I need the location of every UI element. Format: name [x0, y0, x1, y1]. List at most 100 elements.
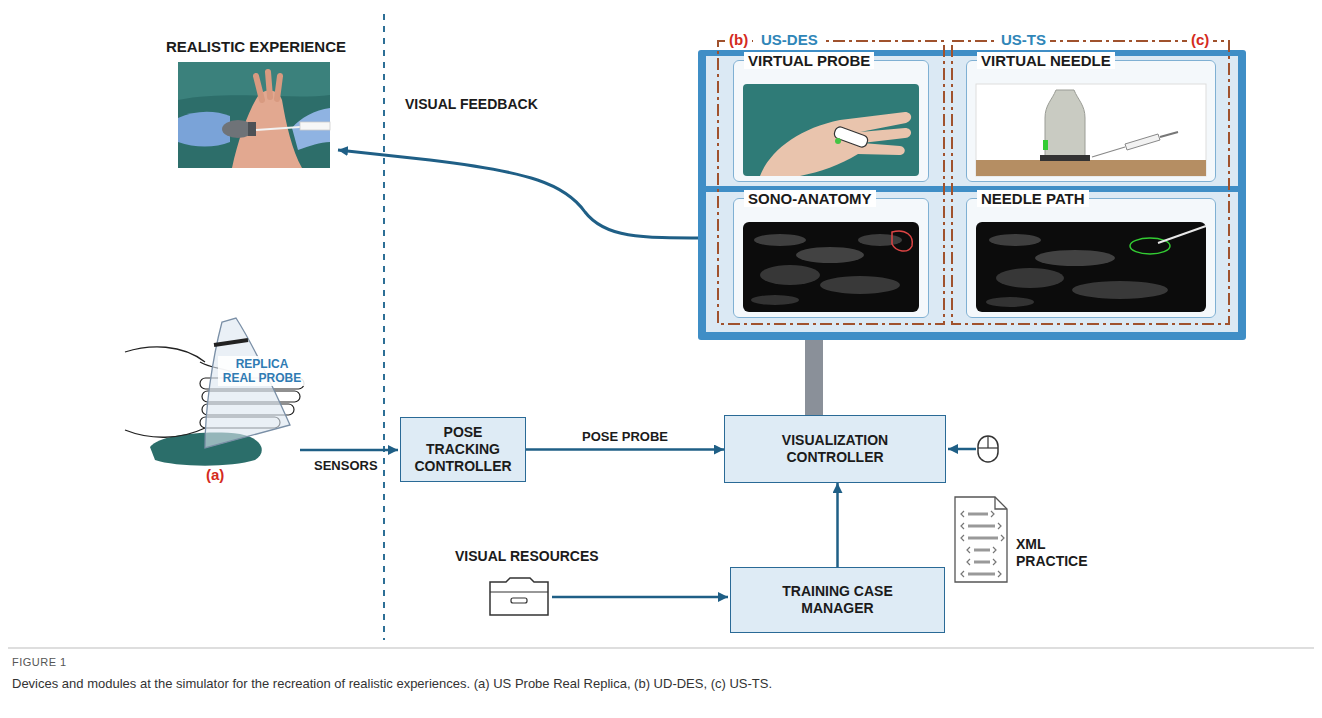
panel-ground: [966, 198, 1216, 318]
image-ground: [976, 84, 1206, 176]
panel-ground: [733, 198, 929, 318]
xml-lines: [961, 511, 1004, 577]
hand-outline: [125, 347, 205, 362]
process-box: VISUALIZATION CONTROLLER: [724, 415, 946, 483]
xml-document-icon: [955, 497, 1007, 582]
document-corner: [995, 497, 1007, 509]
needle-trace: [1158, 226, 1206, 243]
speckle: [754, 234, 806, 246]
patient-fingers: [256, 72, 280, 100]
speckle: [996, 268, 1064, 288]
folder-icon: [490, 578, 548, 615]
node-label: VIRTUAL NEEDLE: [977, 52, 1115, 69]
image-ground: [743, 222, 919, 312]
screen-panel: NEEDLE PATH: [966, 198, 1216, 318]
connector-arrow: [836, 483, 839, 567]
ultrasound-image: [976, 222, 1206, 312]
document-outline: [955, 497, 1007, 582]
figure-number: FIGURE 1: [12, 656, 67, 669]
module-bracket: US-TS(c)VIRTUAL NEEDLENEEDLE PATH: [951, 40, 1230, 325]
screen-panel: VIRTUAL NEEDLE: [966, 60, 1216, 182]
speckle: [986, 297, 1034, 307]
virtual-probe-shape: [833, 126, 869, 149]
syringe-photo: [300, 122, 330, 130]
module-heading: US-DES: [757, 31, 822, 48]
probe-head: [248, 122, 256, 136]
connector-label: POSE PROBE: [580, 429, 670, 445]
resource-arrow: [552, 596, 728, 599]
annotation-label: VISUAL RESOURCES: [455, 548, 599, 565]
syringe-barrel: [1125, 134, 1160, 150]
mouse-body: [978, 436, 998, 462]
mouse-line: [987, 436, 988, 448]
connector-arrow: [526, 448, 724, 451]
module-heading: (c): [1187, 31, 1213, 48]
mouse-icon: [978, 436, 998, 462]
image-ground: [976, 222, 1206, 312]
screen-panel: SONO-ANATOMY: [733, 198, 929, 318]
monitor: [698, 50, 1246, 415]
hand-probe-drawing: [125, 318, 304, 466]
right-glove: [292, 108, 330, 150]
image-ground: [743, 84, 919, 176]
annotation-label: REPLICA REAL PROBE: [218, 356, 306, 386]
speckle: [1035, 250, 1115, 266]
module-heading: US-TS: [997, 31, 1050, 48]
table-top: [976, 160, 1206, 176]
speckle: [751, 295, 799, 305]
needle-shaft: [1092, 147, 1125, 157]
annotation-label: (a): [206, 466, 224, 484]
practice-photo: [178, 62, 330, 168]
node-label: VISUALIZATION CONTROLLER: [755, 432, 915, 466]
bracket-outline: [718, 41, 944, 324]
target-outline: [892, 231, 912, 251]
probe-model: [1045, 90, 1085, 158]
module-heading: (b): [725, 31, 752, 48]
needle-photo: [256, 127, 300, 130]
feedback-arrow: [338, 150, 706, 238]
speckle: [760, 265, 820, 285]
speckle: [820, 276, 900, 294]
mouse-arrow: [948, 448, 976, 451]
folder-line: [490, 591, 548, 592]
bracket-outline: [952, 41, 1229, 324]
speckle: [1072, 281, 1168, 299]
virtual-hand: [760, 112, 911, 176]
probe-tip: [1040, 155, 1090, 161]
folder-handle: [511, 598, 527, 603]
node-label: SONO-ANATOMY: [744, 190, 876, 207]
process-box: POSE TRACKING CONTROLLER: [400, 417, 526, 482]
speckle: [858, 234, 902, 246]
bracket-outline: [717, 40, 945, 325]
annotation-label: REALISTIC EXPERIENCE: [166, 38, 346, 56]
annotation-label: VISUAL FEEDBACK: [405, 96, 538, 113]
virtual-probe-image: [743, 84, 919, 176]
monitor-frame: [698, 50, 1246, 340]
probe-band: [214, 340, 248, 345]
probe-marker: [835, 138, 841, 144]
speckle: [796, 247, 864, 263]
caption-rule: [8, 648, 1314, 649]
panel-ground: [966, 60, 1216, 182]
panel-ground: [733, 60, 929, 182]
annotation-label: XML PRACTICE: [1016, 536, 1106, 570]
sensor-arrow: [300, 449, 398, 452]
node-label: VIRTUAL PROBE: [744, 52, 874, 69]
speckle: [989, 234, 1041, 246]
virtual-needle-image: [976, 84, 1206, 176]
bracket-outline: [951, 40, 1230, 325]
photo-ground: [178, 62, 330, 168]
node-label: POSE TRACKING CONTROLLER: [409, 424, 517, 475]
probe-marker: [1043, 140, 1048, 150]
annotation-label: SENSORS: [314, 458, 378, 474]
process-box: TRAINING CASE MANAGER: [730, 567, 945, 633]
screen-panel: VIRTUAL PROBE: [733, 60, 929, 182]
node-label: TRAINING CASE MANAGER: [761, 583, 914, 617]
screen-row: [706, 56, 1238, 186]
photo-drape: [178, 62, 330, 100]
screen-row: [706, 192, 1238, 332]
